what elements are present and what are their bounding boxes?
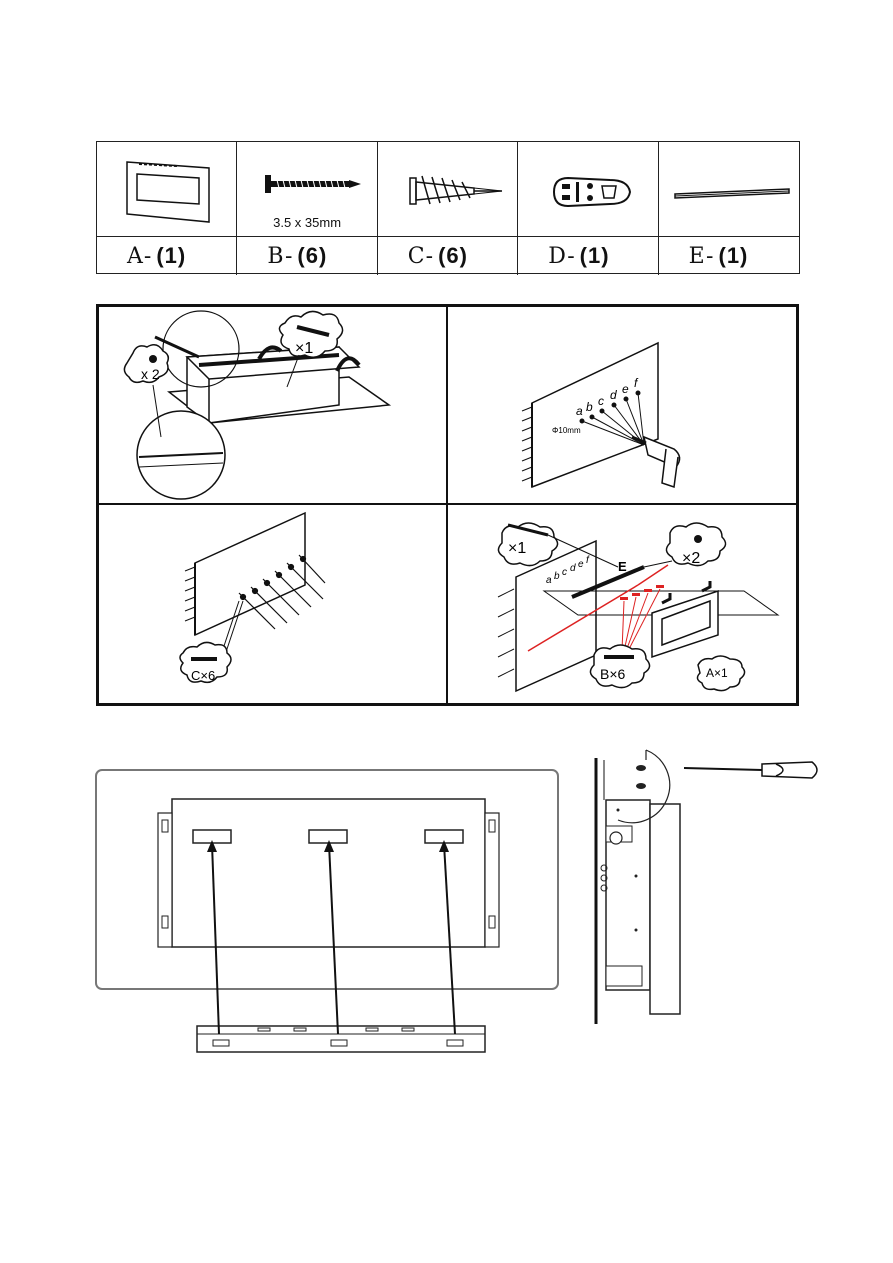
s4-point-b: b: [554, 571, 560, 582]
part-a-image: [97, 142, 238, 237]
step3-anchor-qty: C×6: [191, 668, 215, 683]
unit-back-panel: [171, 798, 486, 948]
step1-screw-qty: x 2: [141, 366, 160, 382]
part-b-size: 3.5 x 35mm: [273, 215, 342, 230]
part-a-label: A-(1): [97, 237, 238, 275]
s4-point-f: f: [586, 555, 590, 566]
point-c: c: [598, 394, 604, 408]
step-3-insert-anchors: C×6: [99, 505, 448, 703]
s4-point-a: a: [546, 575, 552, 586]
hook-slot-center: [308, 829, 348, 844]
part-b-image: 3.5 x 35mm: [237, 142, 378, 237]
detail-circle: [617, 749, 671, 824]
step-2-drill-holes: a b c d e f Φ10mm: [447, 307, 796, 505]
parts-table: 3.5 x 35mm A-(1) B-(6): [96, 141, 800, 275]
wall-bracket: [196, 1025, 486, 1053]
part-c-label: C-(6): [378, 237, 519, 275]
part-b-label: B-(6): [237, 237, 378, 275]
step1-bracket-qty: ×1: [295, 340, 313, 357]
s4-point-e: e: [578, 559, 584, 570]
point-a: a: [576, 404, 583, 418]
part-c-image: [377, 142, 519, 237]
step4-bracket-qty: ×1: [508, 540, 526, 557]
drill-size: Φ10mm: [552, 426, 581, 435]
point-e: e: [622, 382, 629, 396]
part-e-image: [658, 142, 799, 237]
screwdriver-icon: [683, 761, 818, 779]
step-4-mount-unit: a b c d e f E ×1 ×2 B×6 A×1: [448, 505, 797, 703]
s4-point-c: c: [562, 567, 567, 578]
step4-screw-qty: ×2: [682, 550, 700, 567]
s4-point-d: d: [570, 563, 576, 574]
point-f: f: [634, 376, 639, 390]
point-b: b: [586, 400, 593, 414]
point-d: d: [610, 388, 617, 402]
step4-unit-qty: A×1: [706, 666, 728, 680]
part-d-image: [518, 142, 659, 237]
step-1-remove-bracket: ×1 x 2: [99, 307, 448, 505]
step4-screws-b: B×6: [600, 666, 626, 682]
step4-bracket-letter: E: [618, 559, 627, 574]
part-e-label: E-(1): [688, 243, 749, 269]
rear-mounting-diagram: [95, 749, 818, 1053]
part-d-label: D-(1): [518, 237, 659, 275]
steps-grid: ×1 x 2 a b: [96, 304, 799, 706]
